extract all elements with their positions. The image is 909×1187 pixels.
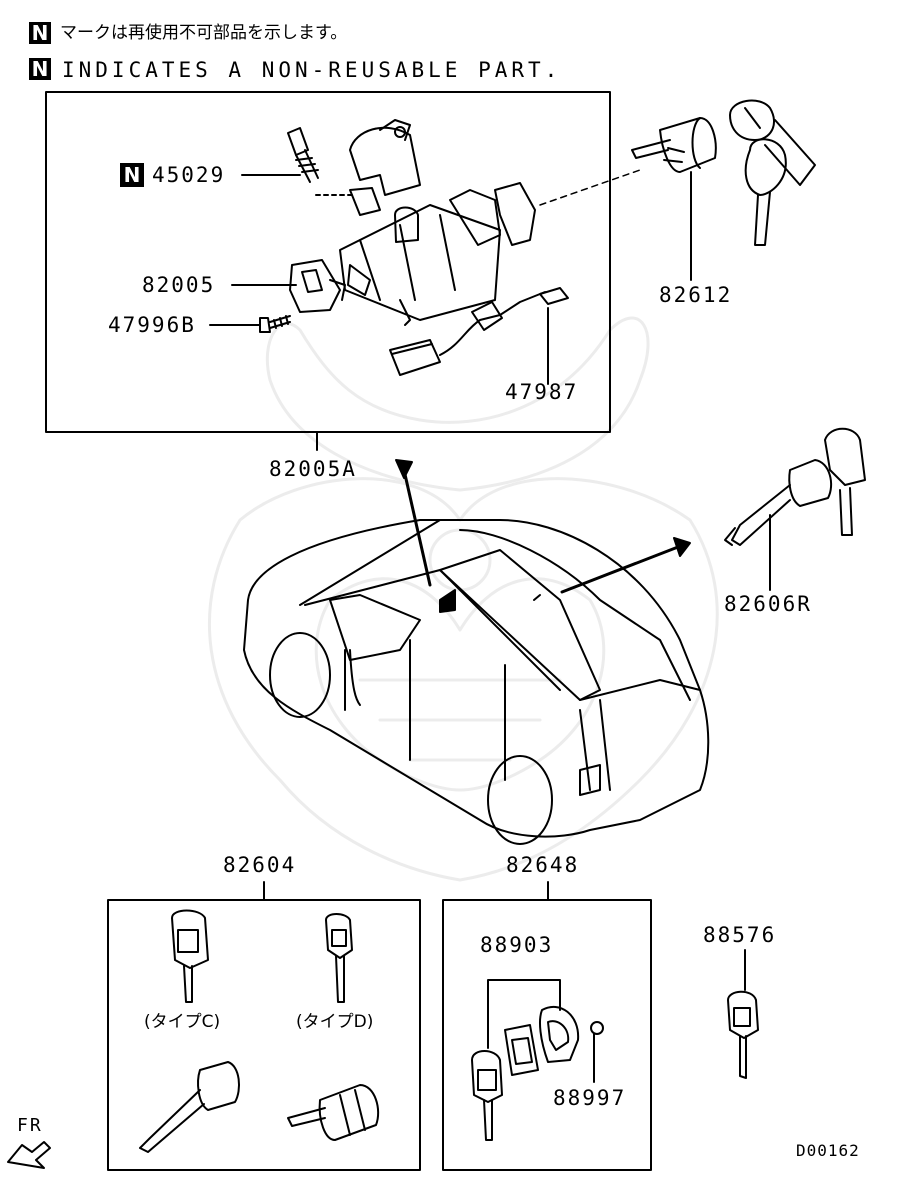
door-lock-cylinder-82606r — [724, 427, 866, 546]
part-number-82648: 82648 — [506, 853, 580, 877]
drawing-code: D00162 — [796, 1141, 860, 1160]
key-type-d-icon — [325, 913, 353, 1003]
part-number-82604: 82604 — [223, 853, 297, 877]
front-direction-arrow — [7, 1141, 51, 1169]
note-japanese: マークは再使用不可部品を示します。 — [60, 23, 348, 43]
key-type-c-icon — [171, 909, 209, 1003]
part-number-82612: 82612 — [659, 283, 733, 307]
ignition-cylinder-82612 — [631, 99, 816, 246]
part-number-82606r: 82606R — [724, 592, 812, 616]
part-number-47987: 47987 — [505, 380, 579, 404]
part-number-82005a: 82005A — [269, 457, 357, 481]
ignition-switch-82005 — [289, 259, 346, 313]
part-number-88903: 88903 — [480, 933, 554, 957]
vehicle-outline — [243, 519, 710, 845]
ignition-cylinder-icon — [287, 1084, 380, 1141]
door-cylinder-icon — [139, 1061, 241, 1153]
part-number-88576: 88576 — [703, 923, 777, 947]
bolt-45029 — [287, 127, 353, 196]
key-type-d-label: (タイプD) — [296, 1012, 374, 1032]
screw-47996b — [259, 315, 291, 333]
ignition-assembly-box — [45, 91, 611, 433]
note-english: INDICATES A NON-REUSABLE PART. — [62, 58, 562, 82]
screw-88997-icon — [590, 1021, 604, 1083]
part-number-47996b: 47996B — [108, 313, 196, 337]
leader-88903 — [487, 979, 561, 1049]
non-reusable-mark: N — [120, 163, 144, 187]
key-reminder-switch — [389, 287, 569, 376]
key-type-c-label: (タイプC) — [144, 1012, 221, 1032]
steering-lock-assembly — [339, 119, 536, 326]
key-set-box-82604 — [107, 899, 421, 1171]
front-direction-label: FR — [17, 1115, 43, 1136]
part-number-82005: 82005 — [142, 273, 216, 297]
non-reusable-mark: N — [29, 58, 51, 80]
watermark-emblem — [207, 316, 719, 882]
non-reusable-mark: N — [29, 22, 51, 44]
part-number-45029: 45029 — [152, 163, 226, 187]
key-88576-icon — [727, 990, 759, 1079]
part-number-88997: 88997 — [553, 1086, 627, 1110]
key-shell-88903-icon — [504, 1005, 580, 1076]
key-88903-icon — [471, 1050, 503, 1141]
